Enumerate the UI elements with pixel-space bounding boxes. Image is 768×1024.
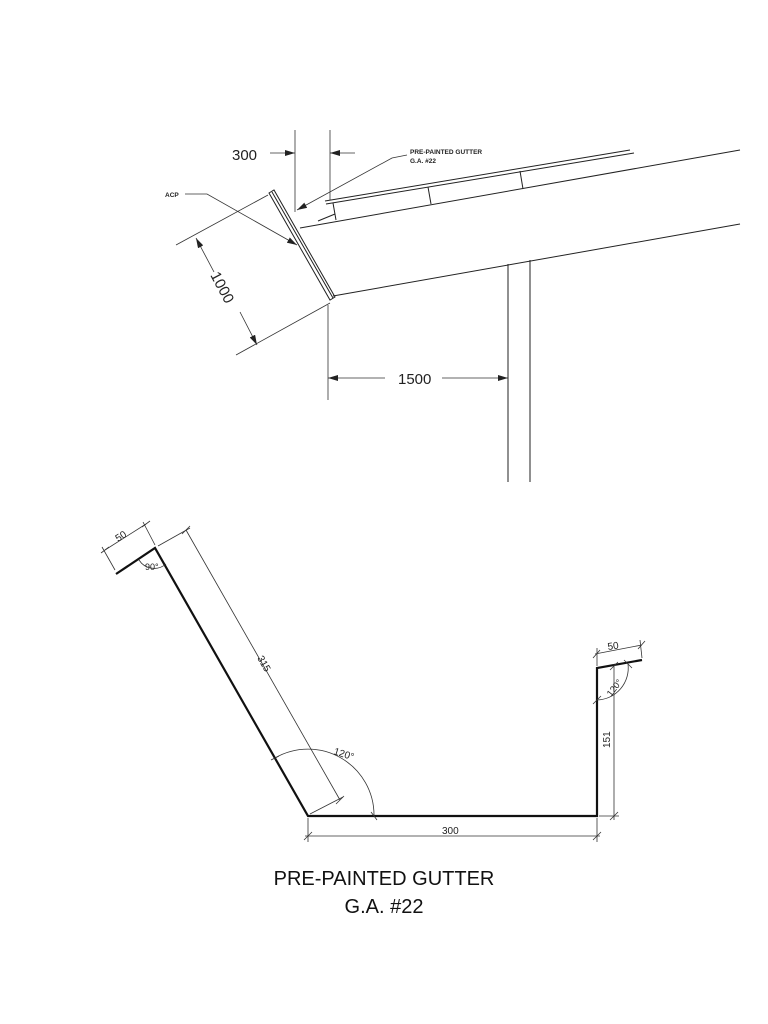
angle-right-arc — [596, 663, 629, 701]
dim-1000-label: 1000 — [206, 269, 237, 306]
dim-1000-arrow-top — [195, 237, 215, 273]
acp-panel — [268, 189, 336, 301]
angle-left-label: 90° — [145, 562, 159, 572]
dim-left-lip-line — [104, 523, 147, 551]
angle-right-tick2 — [623, 659, 633, 669]
gutter-leader — [296, 154, 408, 211]
drawing-title-line2: G.A. #22 — [344, 896, 424, 918]
angle-bottom-arc — [274, 748, 375, 817]
dim-base-tick-left — [303, 831, 313, 841]
profile-outline — [115, 546, 643, 818]
dim-151-tick-top — [609, 661, 619, 671]
dim-315-label: 315 — [254, 654, 272, 674]
dim-left-lip-tick1 — [100, 546, 110, 554]
angle-bottom-tick1 — [270, 755, 280, 761]
section-view: 300 PRE-PAINTED GUTTER G.A. #22 ACP 1000… — [165, 130, 741, 482]
acp-panel-inner — [271, 191, 334, 299]
support-cross — [317, 213, 336, 222]
dim-base-tick-right — [592, 831, 602, 841]
dim-315-tick-top — [181, 525, 191, 535]
acp-leader — [185, 193, 298, 246]
dim-300-label: 300 — [232, 147, 257, 164]
dim-315-line — [185, 529, 341, 801]
dim-right-lip-line — [594, 644, 643, 655]
dim-right-lip-tick2 — [637, 640, 646, 650]
gutter-plate-line — [324, 149, 631, 202]
dim-1000-ext-top — [175, 194, 269, 246]
support-2 — [427, 186, 432, 205]
angle-bottom-label: 120° — [332, 746, 355, 763]
angle-right-tick1 — [592, 695, 602, 705]
dim-right-lip-ext2 — [639, 639, 643, 659]
angle-bottom-tick2 — [370, 811, 378, 821]
dim-151-tick-bottom — [609, 811, 619, 821]
dim-base-label: 300 — [442, 826, 459, 837]
dim-right-lip-label: 50 — [607, 640, 620, 653]
dim-left-lip-tick2 — [141, 520, 151, 528]
gutter-label-line2: G.A. #22 — [410, 158, 436, 165]
gutter-label-line1: PRE-PAINTED GUTTER — [410, 149, 482, 156]
roof-top-line — [299, 149, 741, 229]
dim-1000-ext-bottom — [235, 302, 331, 356]
dim-315-tick-bottom — [335, 795, 345, 805]
gutter-plate-line-2 — [325, 152, 635, 205]
drawing-title-line1: PRE-PAINTED GUTTER — [273, 868, 495, 890]
angle-left-arc — [138, 559, 167, 569]
dim-right-lip-tick1 — [592, 649, 601, 659]
dim-1500-label: 1500 — [398, 371, 431, 388]
gutter-profile: 50 90° 315 120° 300 151 5 — [100, 520, 646, 842]
support-3 — [519, 170, 524, 190]
dim-315-ext-bottom — [309, 796, 344, 815]
support-1 — [332, 202, 337, 221]
dim-left-lip-label: 50 — [114, 529, 130, 545]
roof-bottom-line — [332, 223, 741, 297]
dim-1000-arrow-bottom — [239, 311, 258, 346]
dim-left-lip-ext2 — [142, 521, 156, 546]
dim-151-label: 151 — [602, 731, 613, 748]
acp-label: ACP — [165, 192, 179, 199]
